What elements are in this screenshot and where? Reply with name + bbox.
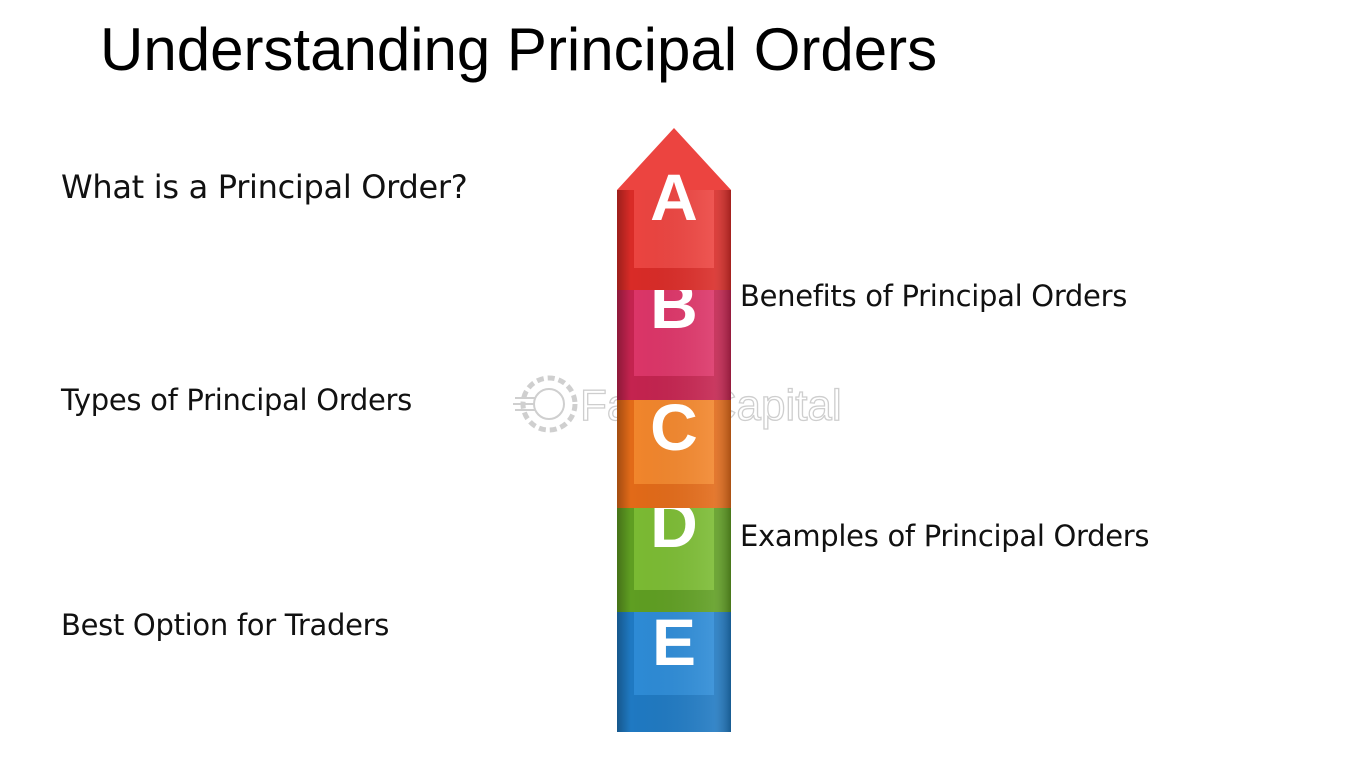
arrow-a: A [617, 128, 731, 290]
letter-e: E [652, 605, 696, 679]
item-a-label: What is a Principal Order? [61, 168, 468, 206]
item-d-label: Examples of Principal Orders [740, 519, 1150, 553]
page-title: Understanding Principal Orders [100, 16, 938, 83]
letter-a: A [650, 160, 698, 234]
item-b-label: Benefits of Principal Orders [740, 279, 1128, 313]
letter-c: C [650, 390, 698, 464]
item-c-label: Types of Principal Orders [61, 383, 412, 417]
item-e-label: Best Option for Traders [61, 608, 390, 642]
gear-icon [513, 375, 578, 433]
